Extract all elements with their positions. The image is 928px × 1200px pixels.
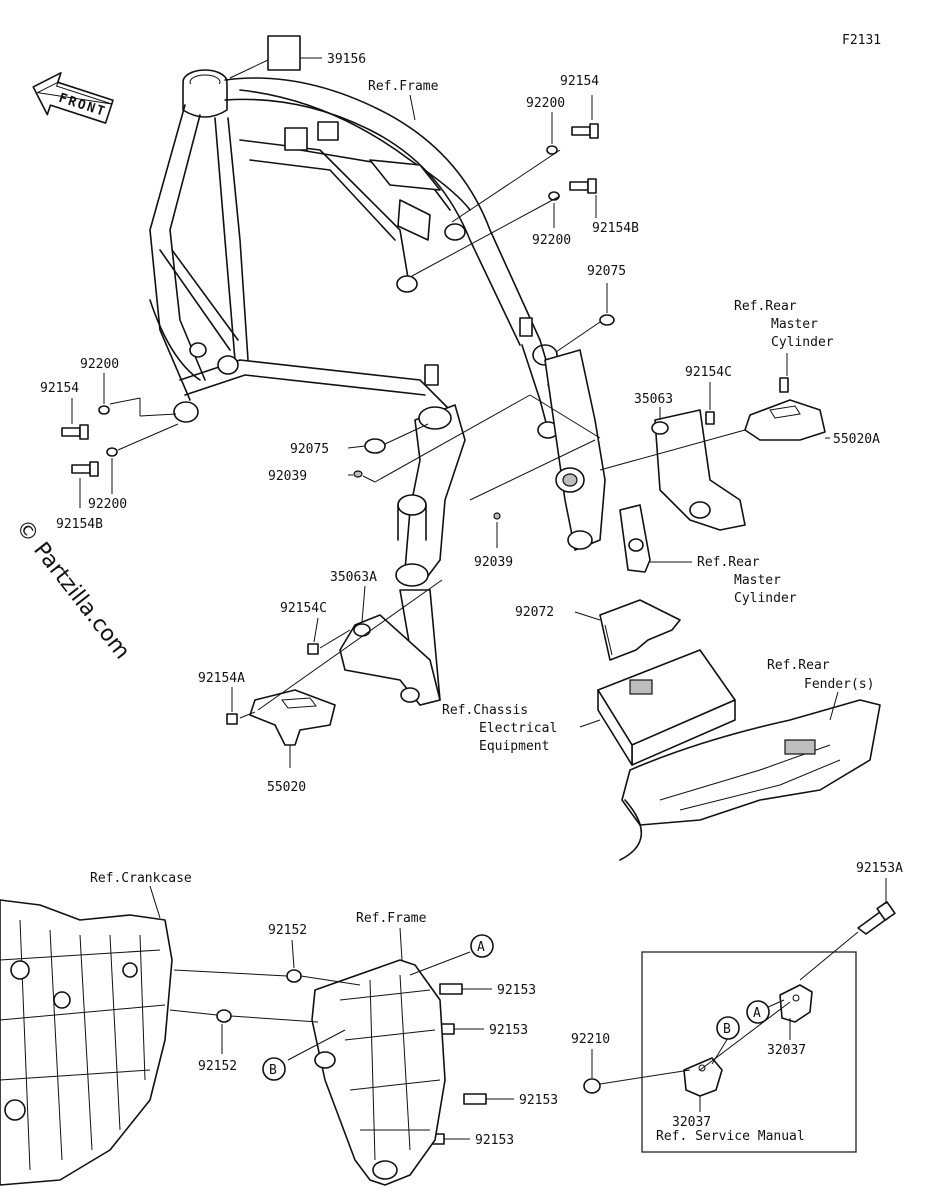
label-32037-left[interactable]: 32037 [672, 1115, 711, 1130]
label-92154-top[interactable]: 92154 [560, 74, 599, 89]
bolt-92153A [857, 901, 896, 935]
footrest-bracket-right [619, 409, 746, 573]
bolt-92154C-left [307, 643, 319, 655]
washer-92075-right [599, 314, 615, 326]
label-ref-chassis-l3[interactable]: Equipment [479, 739, 549, 754]
service-manual-box [641, 951, 857, 1153]
label-92210[interactable]: 92210 [571, 1032, 610, 1047]
svg-text:A: A [477, 940, 485, 955]
label-92153-2[interactable]: 92153 [489, 1023, 528, 1038]
front-arrow-icon: FRONT [32, 71, 114, 124]
label-ref-rear-master-1-l1[interactable]: Ref.Rear [734, 299, 797, 314]
bolt-92154-rear-master [779, 377, 789, 393]
battery [597, 649, 736, 766]
rear-fender [619, 699, 881, 861]
label-ref-chassis-l2[interactable]: Electrical [479, 721, 557, 736]
bolt-92153-1 [439, 983, 463, 995]
plate-32037-left [683, 1057, 723, 1097]
label-92200-left2[interactable]: 92200 [88, 497, 127, 512]
label-35063[interactable]: 35063 [634, 392, 673, 407]
label-92154a[interactable]: 92154A [198, 671, 245, 686]
callout-a-main: A [470, 934, 494, 958]
cap-92075-left [364, 438, 386, 454]
label-55020a[interactable]: 55020A [833, 432, 880, 447]
label-ref-rear-fender-l1[interactable]: Ref.Rear [767, 658, 830, 673]
label-92039-left[interactable]: 92039 [268, 469, 307, 484]
label-ref-service-manual[interactable]: Ref. Service Manual [656, 1129, 805, 1144]
label-ref-crankcase[interactable]: Ref.Crankcase [90, 871, 192, 886]
nut-92152-bottom [216, 1009, 232, 1023]
callout-b-box: B [716, 1016, 740, 1040]
crankcase [0, 899, 173, 1186]
pivot-plate-left [395, 404, 466, 706]
label-ref-rear-master-2-l2[interactable]: Master [734, 573, 781, 588]
label-92153-4[interactable]: 92153 [475, 1133, 514, 1148]
label-92154b-top[interactable]: 92154B [592, 221, 639, 236]
bolt-92154C-right [705, 411, 715, 425]
label-92153-3[interactable]: 92153 [519, 1093, 558, 1108]
footrest-bracket-left [339, 614, 441, 706]
label-32037-right[interactable]: 32037 [767, 1043, 806, 1058]
cap-92039-mid [493, 512, 501, 520]
label-39156 [267, 35, 301, 71]
bolt-92154B-top [569, 178, 597, 194]
leader-lines [71, 57, 887, 1140]
battery-case-92072 [599, 599, 681, 661]
part-labels: 39156 Ref.Frame 92154 92200 92154B 92200… [40, 52, 903, 1148]
label-92153a[interactable]: 92153A [856, 861, 903, 876]
label-92154c-right[interactable]: 92154C [685, 365, 732, 380]
washer-92200-left [98, 405, 110, 415]
label-92200-top[interactable]: 92200 [526, 96, 565, 111]
label-92154-left[interactable]: 92154 [40, 381, 79, 396]
label-55020[interactable]: 55020 [267, 780, 306, 795]
heel-guard-left [249, 689, 336, 746]
label-ref-frame-top[interactable]: Ref.Frame [368, 79, 439, 94]
main-frame [149, 69, 593, 441]
label-39156[interactable]: 39156 [327, 52, 366, 67]
label-92075-left[interactable]: 92075 [290, 442, 329, 457]
cap-92039-left [353, 470, 363, 478]
label-ref-chassis-l1[interactable]: Ref.Chassis [442, 703, 528, 718]
label-ref-frame-bottom[interactable]: Ref.Frame [356, 911, 427, 926]
washer-92200-left2 [106, 447, 118, 457]
label-92039-mid[interactable]: 92039 [474, 555, 513, 570]
heel-guard-right [744, 399, 826, 441]
label-92153-1[interactable]: 92153 [497, 983, 536, 998]
svg-text:B: B [269, 1063, 277, 1078]
label-ref-rear-master-2-l1[interactable]: Ref.Rear [697, 555, 760, 570]
plate-32037-right [779, 984, 813, 1023]
label-92154b-left[interactable]: 92154B [56, 517, 103, 532]
label-92072[interactable]: 92072 [515, 605, 554, 620]
bolt-92154-left [61, 424, 89, 440]
label-92200-left[interactable]: 92200 [80, 357, 119, 372]
bolt-92154B-left [71, 461, 99, 477]
svg-text:A: A [753, 1006, 761, 1021]
washer-92200-top [546, 145, 558, 155]
label-ref-rear-master-1-l3[interactable]: Cylinder [771, 335, 834, 350]
bolt-92153-3 [463, 1093, 487, 1105]
label-92152-top[interactable]: 92152 [268, 923, 307, 938]
nut-92210 [583, 1078, 601, 1094]
bolt-92154A [226, 713, 238, 725]
label-92152-bottom[interactable]: 92152 [198, 1059, 237, 1074]
label-92200-mid[interactable]: 92200 [532, 233, 571, 248]
callout-a-box: A [746, 1000, 770, 1024]
label-35063a[interactable]: 35063A [330, 570, 377, 585]
callout-b-main: B [262, 1057, 286, 1081]
bolt-92154-top [571, 123, 599, 139]
label-92154c-left[interactable]: 92154C [280, 601, 327, 616]
engine-mount-bracket [311, 959, 446, 1186]
label-92075-right[interactable]: 92075 [587, 264, 626, 279]
diagram-id: F2131 [842, 33, 881, 48]
fasteners [61, 35, 896, 1145]
label-ref-rear-master-1-l2[interactable]: Master [771, 317, 818, 332]
label-ref-rear-fender-l2[interactable]: Fender(s) [804, 677, 874, 692]
nut-92152-top [286, 969, 302, 983]
label-ref-rear-master-2-l3[interactable]: Cylinder [734, 591, 797, 606]
svg-text:B: B [723, 1022, 731, 1037]
